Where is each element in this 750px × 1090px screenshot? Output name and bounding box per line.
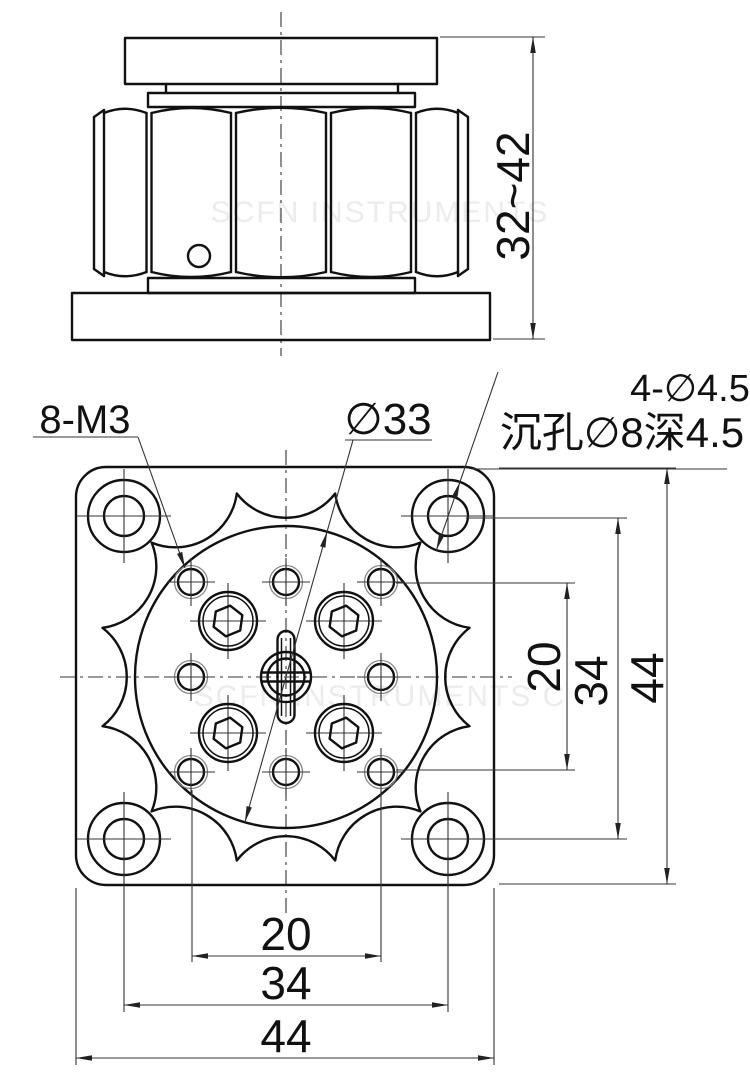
note-diameter: ∅33 — [244, 395, 432, 823]
svg-text:8-M3: 8-M3 — [39, 398, 130, 442]
dims-right: 20 34 44 — [396, 467, 676, 885]
body-circle-33 — [133, 524, 439, 830]
dim-height-32-42: 32~42 — [440, 36, 545, 340]
watermark-bottom: SCFN INSTRUMENTS C — [194, 680, 567, 713]
knob-scallop-outline — [101, 492, 471, 862]
dims-bottom: 20 34 44 — [75, 790, 495, 1065]
side-lock-hole — [186, 243, 212, 269]
dim-right-44: 44 — [621, 652, 673, 703]
socket-screws — [190, 583, 382, 771]
dim-right-20: 20 — [518, 641, 570, 692]
dim-bottom-34: 34 — [260, 957, 311, 1009]
note-thread: 8-M3 — [33, 398, 186, 569]
flange-outline — [74, 465, 496, 887]
dim-right-34: 34 — [565, 655, 617, 706]
note-counterbore: 4-∅4.5 沉孔∅8深4.5 — [435, 368, 750, 551]
svg-text:∅33: ∅33 — [344, 395, 431, 444]
height-dim-text: 32~42 — [487, 131, 539, 260]
side-body — [70, 36, 492, 342]
center-spindle — [259, 629, 313, 725]
svg-text:沉孔∅8深4.5: 沉孔∅8深4.5 — [500, 409, 744, 456]
side-view: SCFN INSTRUMENTS — [70, 12, 550, 356]
dim-bottom-44: 44 — [260, 1010, 311, 1062]
front-view: SCFN INSTRUMENTS C — [33, 368, 750, 1065]
m3-holes — [167, 558, 405, 796]
svg-text:4-∅4.5: 4-∅4.5 — [630, 368, 750, 410]
watermark-top: SCFN INSTRUMENTS — [211, 196, 550, 229]
dim-bottom-20: 20 — [260, 908, 311, 960]
